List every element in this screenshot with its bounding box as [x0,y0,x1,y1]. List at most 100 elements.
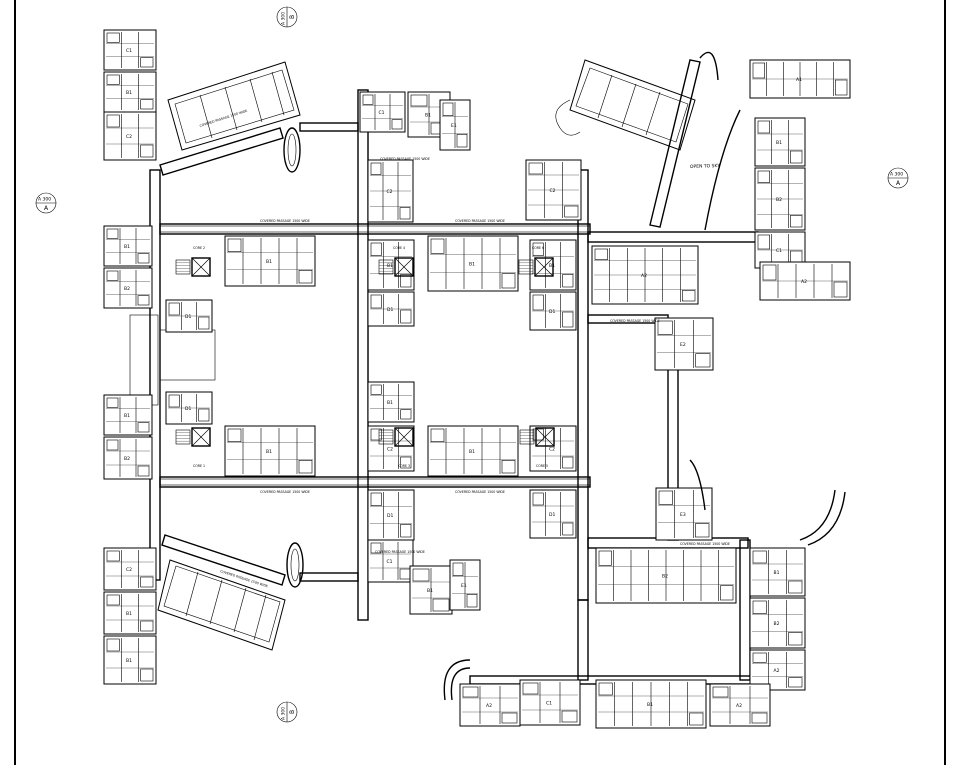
unit-type-label: B2 [662,574,668,580]
open-to-sky-label: OPEN TO SKY [690,163,720,170]
unit-block: D1 [165,299,213,333]
unit-type-label: C2 [387,189,393,195]
curved-elements [443,459,846,701]
unit-type-label: A2 [486,703,492,709]
unit-block: B1 [427,235,519,292]
unit-block: B1 [749,547,806,597]
unit-block: C2 [367,425,415,472]
unit-block: B1 [103,394,153,436]
unit-type-label: B1 [124,413,130,419]
core-label-6: CORE 6 [532,246,544,250]
unit-block: C1 [367,539,414,583]
section-id: B [289,15,296,19]
unit-block: B1 [367,381,415,423]
core-label-3: CORE 3 [398,464,410,468]
unit-type-label: B1 [387,263,393,269]
unit-type-label: B1 [469,262,475,268]
unit-block: A2 [759,261,851,301]
unit-block: D1 [165,391,213,425]
corridor-label-7: COVERED PASSAGE 1500 WIDE [610,319,660,323]
unit-type-label: B1 [427,588,433,594]
unit-block: D1 [367,489,415,541]
unit-type-label: B1 [126,658,132,664]
unit-type-label: B1 [126,611,132,617]
unit-block: B2 [103,436,153,480]
unit-type-label: A2 [641,273,647,279]
unit-block: B1 [224,235,316,287]
unit-block: B2 [754,167,806,231]
unit-type-label: D1 [549,309,555,315]
unit-block: C2 [367,159,414,223]
unit-block: D1 [529,291,577,331]
unit-block: B1 [224,425,316,477]
corridor-label-1: COVERED PASSAGE 1500 WIDE [260,219,310,223]
unit-block: B1 [427,425,519,477]
section-id: A [896,180,901,187]
unit-type-label: E2 [680,342,686,348]
section-sheet-ref: A 300 [38,197,51,203]
corridor-label-3: COVERED PASSAGE 1500 WIDE [260,490,310,494]
core-stair-lift-icon [175,257,211,277]
core-stair-lift-icon [378,427,414,447]
diagonal-wing-upper-left [159,61,301,176]
unit-block: A2 [459,683,521,727]
core-stair-lift-icon [519,427,555,447]
core-label-1: CORE 1 [193,464,205,468]
unit-block: C2 [103,111,157,161]
unit-type-label: A2 [801,279,807,285]
unit-block: C2 [525,159,582,221]
unit-type-label: A2 [736,703,742,709]
unit-block: E1 [439,99,471,151]
unit-type-label: D1 [387,307,393,313]
unit-type-label: C2 [126,134,132,140]
diagonal-wing-lower-left [157,534,304,651]
unit-block: D1 [367,291,415,327]
unit-type-label: B1 [647,702,653,708]
unit-block: B1 [103,225,153,267]
unit-type-label: D1 [185,406,191,412]
unit-type-label: D1 [549,512,555,518]
section-id: B [289,710,296,714]
unit-block: C2 [103,547,157,591]
unit-type-label: B1 [774,570,780,576]
sheet-border-right [944,0,946,765]
unit-type-label: B1 [387,400,393,406]
section-id: A [44,205,49,212]
unit-type-label: C2 [387,447,393,453]
sheet-border-left [14,0,16,765]
core-label-2: CORE 2 [193,246,205,250]
unit-block: B1 [103,635,157,685]
unit-type-label: C2 [126,567,132,573]
corridor-label-6: COVERED PASSAGE 1500 WIDE [375,550,425,554]
unit-block: D1 [529,489,577,539]
section-sheet-ref: A 300 [281,707,287,720]
unit-block: A2 [709,683,771,727]
section-sheet-ref: A 300 [281,12,287,25]
unit-block: B1 [103,71,157,113]
unit-block: C1 [519,679,581,726]
unit-type-label: C1 [379,110,385,116]
unit-block: E1 [449,559,481,611]
unit-type-label: E1 [461,583,467,589]
unit-type-label: D1 [185,314,191,320]
unit-type-label: C1 [126,48,132,54]
unit-block: C2 [529,425,577,472]
unit-block: A2 [749,649,806,691]
unit-type-label: C1 [387,559,393,565]
unit-type-label: B1 [425,113,431,119]
unit-block: C1 [103,29,157,71]
unit-type-label: C1 [776,248,782,254]
unit-type-label: B1 [266,449,272,455]
section-sheet-ref: A 300 [890,172,903,178]
diagonal-wing-upper-right [555,51,741,231]
unit-type-label: B1 [126,90,132,96]
unit-type-label: B1 [469,449,475,455]
core-symbols [175,257,555,447]
unit-block: A2 [591,245,699,305]
unit-block: B1 [103,591,157,635]
